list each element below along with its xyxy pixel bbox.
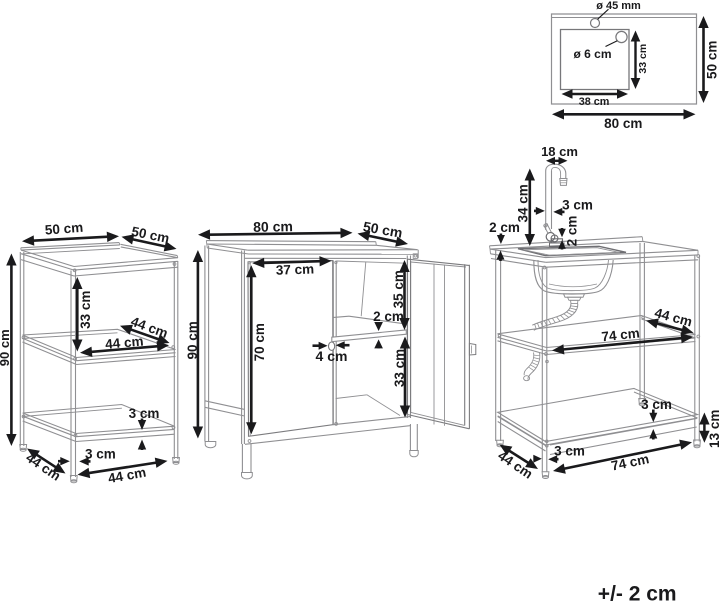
svg-text:50 cm: 50 cm	[362, 218, 404, 241]
svg-text:35 cm: 35 cm	[391, 270, 406, 308]
svg-text:33 cm: 33 cm	[78, 291, 93, 329]
svg-text:34 cm: 34 cm	[516, 184, 531, 222]
svg-text:33 cm: 33 cm	[637, 44, 649, 74]
svg-text:44 cm: 44 cm	[105, 334, 144, 352]
svg-text:50 cm: 50 cm	[44, 220, 83, 238]
svg-text:80 cm: 80 cm	[604, 116, 642, 131]
svg-text:50 cm: 50 cm	[704, 41, 719, 79]
svg-text:ø 45 mm: ø 45 mm	[596, 0, 641, 12]
svg-text:44 cm: 44 cm	[107, 465, 147, 486]
svg-text:3 cm: 3 cm	[641, 397, 672, 412]
svg-text:+/- 2 cm: +/- 2 cm	[598, 582, 677, 601]
svg-text:13 cm: 13 cm	[707, 410, 720, 448]
svg-text:18 cm: 18 cm	[541, 144, 578, 159]
svg-text:38 cm: 38 cm	[579, 96, 610, 108]
svg-text:3 cm: 3 cm	[129, 406, 160, 421]
svg-text:74 cm: 74 cm	[610, 451, 651, 473]
svg-text:3 cm: 3 cm	[85, 446, 116, 461]
svg-text:4 cm: 4 cm	[316, 348, 348, 364]
svg-text:2 cm: 2 cm	[489, 220, 520, 235]
svg-text:ø 6 cm: ø 6 cm	[573, 47, 611, 61]
svg-text:50 cm: 50 cm	[130, 224, 171, 246]
svg-text:3 cm: 3 cm	[554, 443, 585, 458]
svg-text:90 cm: 90 cm	[0, 329, 12, 366]
svg-text:70 cm: 70 cm	[252, 323, 267, 361]
svg-text:80 cm: 80 cm	[253, 218, 293, 235]
svg-text:3 cm: 3 cm	[562, 197, 593, 212]
svg-text:2 cm: 2 cm	[373, 309, 404, 324]
svg-text:74 cm: 74 cm	[601, 325, 641, 344]
svg-text:37 cm: 37 cm	[276, 261, 315, 277]
svg-text:90 cm: 90 cm	[185, 321, 200, 359]
svg-text:33 cm: 33 cm	[392, 349, 407, 387]
svg-text:2 cm: 2 cm	[565, 216, 580, 247]
